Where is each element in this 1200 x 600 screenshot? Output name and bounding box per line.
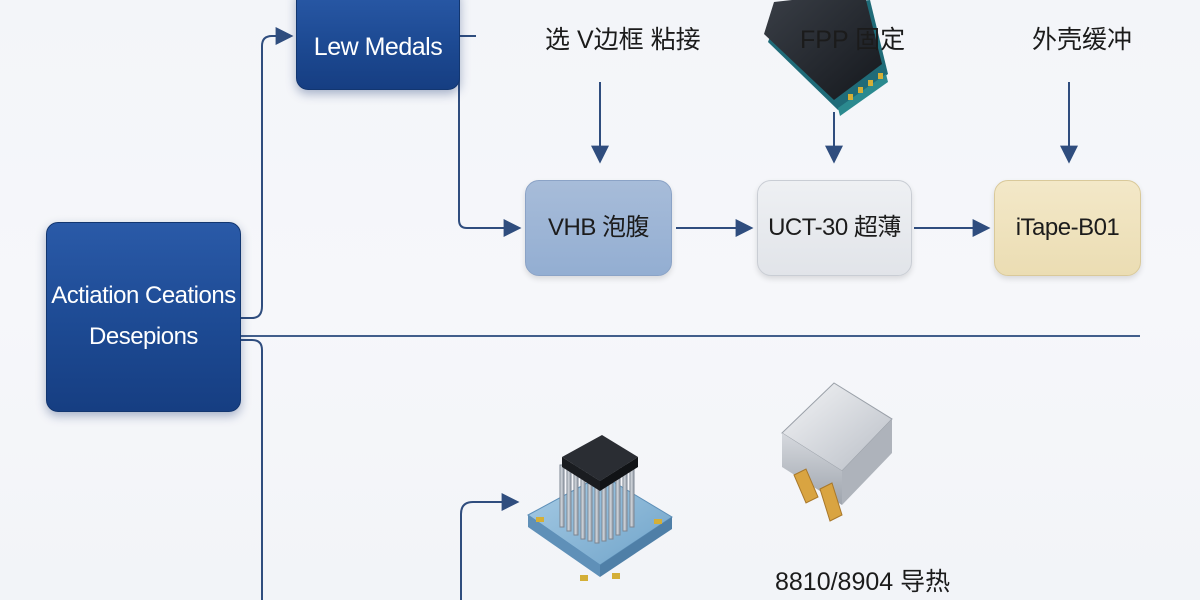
new-models-node[interactable]: Lew Medals [296, 0, 460, 90]
vhb-node[interactable]: VHB 泡腹 [525, 180, 672, 276]
thermal-pad-module-image [781, 382, 893, 522]
heatsink-chip-image [527, 435, 673, 581]
root-to-newmodels-line [240, 27, 294, 319]
vhb-label: VHB 泡腹 [547, 213, 650, 241]
uct-label: UCT-30 超薄 [768, 213, 901, 241]
shell-buffer-annotation: 外壳缓冲 [1032, 26, 1133, 54]
newmodels-to-vhb-line [458, 0, 518, 228]
vbond-annotation: 选 V边框 粘接 [545, 26, 701, 54]
itape-label: iTape-B01 [1015, 213, 1120, 241]
fpp-chip-image [764, 0, 888, 116]
uct-node[interactable]: UCT-30 超薄 [757, 180, 912, 276]
fpp-annotation: FPP 固定 [800, 26, 906, 54]
root-node-line1: Actiation Ceations [51, 282, 236, 310]
root-node[interactable]: Actiation Ceations Desepions [46, 222, 241, 412]
new-models-label: Lew Medals [313, 32, 443, 61]
to-heatsink-line [460, 493, 520, 600]
root-down-line [240, 339, 263, 600]
itape-node[interactable]: iTape-B01 [994, 180, 1141, 276]
root-node-line2: Desepions [89, 323, 198, 350]
thermal-annotation: 8810/8904 导热 [775, 568, 951, 596]
